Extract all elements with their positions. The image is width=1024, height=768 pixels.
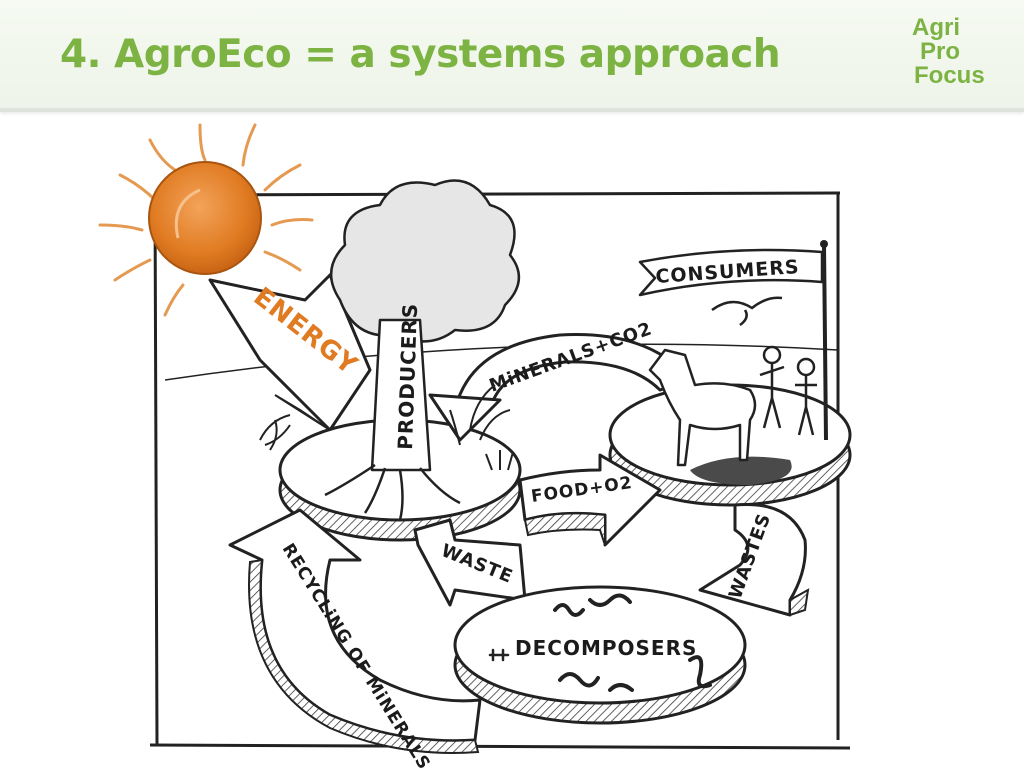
- energy-arrow: ENERGY: [208, 273, 372, 432]
- decomposers-label: DECOMPOSERS: [515, 636, 697, 660]
- recycling-arrow: [228, 508, 482, 754]
- worms-icon: [488, 593, 712, 692]
- plant-icon: [259, 384, 514, 471]
- logo-line-2: Pro: [920, 38, 961, 65]
- consumers-flag-icon: [638, 240, 828, 441]
- horse-icon: [648, 348, 757, 467]
- ecosystem-diagram: ENERGY PRODUCERS MiNERALS+CO2 CONSUMERS: [98, 123, 852, 768]
- bird-icon: [711, 296, 783, 327]
- sun-icon: [98, 123, 314, 317]
- logo-line-1: Agri: [912, 14, 960, 41]
- wastes-arrow: [698, 502, 810, 617]
- producers-label: PRODUCERS: [393, 302, 422, 450]
- slide-title: 4. AgroEco = a systems approach: [60, 32, 781, 77]
- people-icon: [759, 345, 817, 436]
- consumers-disc: [608, 383, 852, 507]
- agriprofocus-logo: Agri Pro Focus: [912, 16, 1002, 98]
- tree-icon: [324, 179, 520, 521]
- decomposers-disc: [453, 585, 747, 725]
- sketch-frame: [149, 191, 851, 750]
- slide-header: 4. AgroEco = a systems approach Agri Pro…: [0, 0, 1024, 112]
- logo-line-3: Focus: [914, 62, 985, 89]
- food-o2-arrow: [518, 453, 662, 547]
